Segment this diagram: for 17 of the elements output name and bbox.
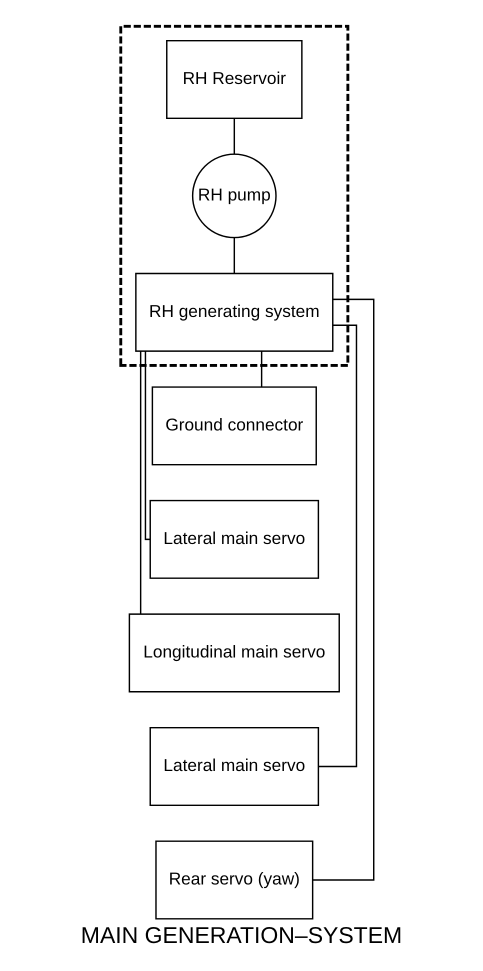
- connector: [260, 351, 262, 387]
- connector: [234, 118, 236, 154]
- connector: [144, 351, 150, 540]
- node-box: Longitudinal main servo: [128, 613, 340, 692]
- node-box: RH generating system: [135, 272, 334, 352]
- cluster: [119, 24, 350, 367]
- node-box: Ground connector: [152, 386, 317, 466]
- node-box: Lateral main servo: [150, 726, 320, 806]
- caption: MAIN GENERATION–SYSTEM: [80, 922, 402, 948]
- connector: [234, 238, 236, 274]
- connector: [318, 324, 358, 768]
- node-circle: RH pump: [192, 154, 277, 238]
- node-box: RH Reservoir: [166, 40, 303, 119]
- connector: [313, 298, 374, 881]
- connector: [140, 351, 142, 614]
- node-box: Lateral main servo: [150, 500, 320, 579]
- node-box: Rear servo (yaw): [155, 840, 314, 920]
